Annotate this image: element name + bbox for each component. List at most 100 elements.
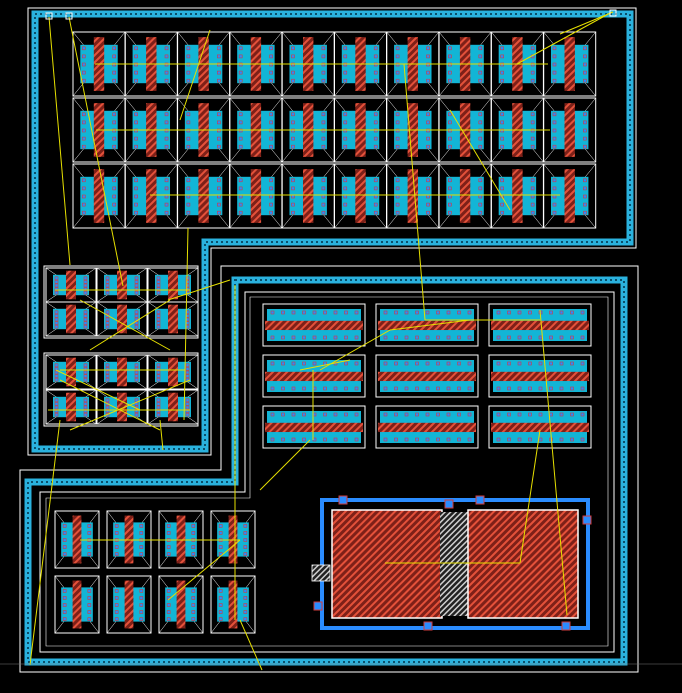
left-cell-r2c2-contact <box>156 363 161 368</box>
left-cell-r0c1-contact <box>105 290 110 295</box>
upper-cell-r2c7 <box>438 163 492 229</box>
left-cell-r3c0-contact <box>54 405 59 410</box>
left-cell-r0c1-contact <box>134 290 139 295</box>
middle-cell-r1c1-boundary <box>375 354 479 398</box>
upper-cell-r0c7-contact <box>478 54 483 59</box>
upper-cell-r0c2-contact <box>186 70 191 75</box>
bottom-cell-r0c3-contact <box>243 531 248 535</box>
middle-cell-r2c2-contact <box>528 412 532 417</box>
bottom-cell-r1c3-contact <box>218 617 223 621</box>
upper-cell-r2c9-contact <box>552 178 557 183</box>
left-cell-r3c0-contact <box>54 402 59 406</box>
left-cell-r0c1-contact <box>105 283 110 288</box>
bottom-cell-r0c3-contact <box>243 545 248 549</box>
bottom-cell-r0c2-contact <box>166 545 171 549</box>
upper-cell-r1c9-contact <box>552 136 557 141</box>
upper-cell-r2c3-poly-gate <box>250 169 262 223</box>
left-cell-r2c2-contact <box>185 374 190 378</box>
bottom-cell-r0c0-contact <box>62 545 67 549</box>
upper-cell-r2c0-contact <box>112 194 117 199</box>
middle-cell-r1c2-contact <box>528 361 532 366</box>
middle-cell-r2c2-contact <box>570 437 574 442</box>
upper-cell-r0c0-contact <box>81 46 86 51</box>
pin-marker-b <box>65 12 73 20</box>
upper-cell-r2c1-poly-gate <box>146 169 157 223</box>
upper-cell-r1c3-contact <box>238 120 243 125</box>
left-cell-r0c2-contact <box>156 280 161 284</box>
middle-cell-r1c2-contact <box>528 386 532 391</box>
left-cell-r1c0-contact <box>83 317 88 322</box>
upper-cell-r2c7-poly-gate <box>459 169 471 223</box>
left-cell-r0c1-contact <box>105 276 110 281</box>
bottom-cell-r0c2-contact <box>191 531 196 535</box>
left-cell-r1c0-contact <box>83 314 88 318</box>
left-cell-r2c2-contact <box>156 374 161 378</box>
upper-cell-r2c2-contact <box>217 210 221 215</box>
upper-cell-r1c9-contact <box>583 144 587 149</box>
upper-cell-r2c2-contact <box>217 202 221 207</box>
upper-cell-r0c7-contact <box>478 46 483 51</box>
left-cell-r3c2-contact <box>156 402 161 406</box>
upper-cell-r2c2-contact <box>217 178 221 183</box>
bottom-cell-r0c0-contact <box>62 552 67 556</box>
upper-cell-r1c0-contact <box>112 120 117 125</box>
middle-cell-r0c0-contact <box>281 310 285 315</box>
upper-cell-r2c2 <box>177 163 231 229</box>
bottom-cell-r0c1-contact <box>114 531 119 535</box>
middle-cell-r2c1-contact <box>404 412 409 417</box>
middle-cell-r1c1-contact <box>446 386 451 391</box>
bottom-cell-r1c1-contact <box>114 617 119 621</box>
middle-cell-r2c2-boundary <box>488 405 592 449</box>
upper-cell-r1c8-contact <box>500 136 504 141</box>
bottom-cell-r0c0-poly-gate <box>72 515 82 564</box>
middle-cell-r2c1-poly-gate <box>378 422 476 433</box>
middle-cell-r0c2-contact <box>517 310 522 315</box>
left-cell-r2c0-contact <box>54 370 59 375</box>
bottom-cell-r1c3-contact <box>243 610 248 614</box>
upper-cell-r1c9-poly-gate <box>564 103 575 157</box>
upper-cell-r2c8-contact <box>500 202 504 207</box>
middle-cell-r1c2-contact <box>496 386 501 391</box>
middle-cell-r1c0-contact <box>354 361 359 366</box>
capacitor-pin-1 <box>444 499 454 509</box>
bottom-cell-r0c3-contact <box>218 531 223 535</box>
capacitor-pin-0 <box>338 495 348 505</box>
upper-cell-r2c4-contact <box>291 186 295 191</box>
upper-cell-r1c6-contact <box>395 144 400 149</box>
left-cell-r1c1-contact <box>134 314 139 318</box>
upper-cell-r0c3-contact <box>238 54 243 59</box>
upper-cell-r1c0-contact <box>112 136 117 141</box>
upper-cell-r2c5-contact <box>373 210 378 215</box>
upper-cell-r1c8-contact <box>500 144 504 149</box>
upper-cell-r0c5-contact <box>343 70 348 75</box>
middle-cell-r0c2-contact <box>549 335 553 340</box>
middle-cell-r2c1-contact <box>383 412 388 417</box>
middle-cell-r2c2-contact <box>496 412 501 417</box>
upper-cell-r0c2-contact <box>217 46 221 51</box>
upper-cell-r1c9-contact <box>583 128 587 133</box>
bottom-cell-r0c2-contact <box>166 524 171 528</box>
left-cell-r0c1-contact <box>134 280 139 284</box>
middle-cell-r1c1-contact <box>467 386 472 391</box>
upper-cell-r1c1-contact <box>134 136 138 141</box>
upper-cell-r1c1-contact <box>134 144 138 149</box>
left-cell-r0c1-contact <box>105 280 110 284</box>
upper-cell-r1c3-contact <box>238 136 243 141</box>
wire-24 <box>79 299 171 351</box>
left-cell-r1c0-contact <box>83 324 88 329</box>
middle-cell-r0c1-contact <box>436 310 440 315</box>
upper-cell-r2c7-contact <box>448 178 452 183</box>
middle-cell-r0c0-contact <box>333 310 338 315</box>
upper-cell-r1c8-contact <box>500 120 504 125</box>
left-cell-r3c2-contact <box>185 402 190 406</box>
upper-cell-r1c6-contact <box>426 120 430 125</box>
upper-cell-r1c2-contact <box>217 112 221 117</box>
upper-cell-r0c8-contact <box>500 46 504 51</box>
middle-cell-r2c0 <box>262 405 366 449</box>
bottom-cell-r0c1-contact <box>114 524 119 528</box>
upper-cell-r2c4-contact <box>291 210 295 215</box>
middle-cell-r0c2-contact <box>507 310 511 315</box>
middle-cell-r1c1-contact <box>425 386 430 391</box>
bottom-cell-r0c2-contact <box>166 531 171 535</box>
middle-cell-r2c0-contact <box>354 412 359 417</box>
